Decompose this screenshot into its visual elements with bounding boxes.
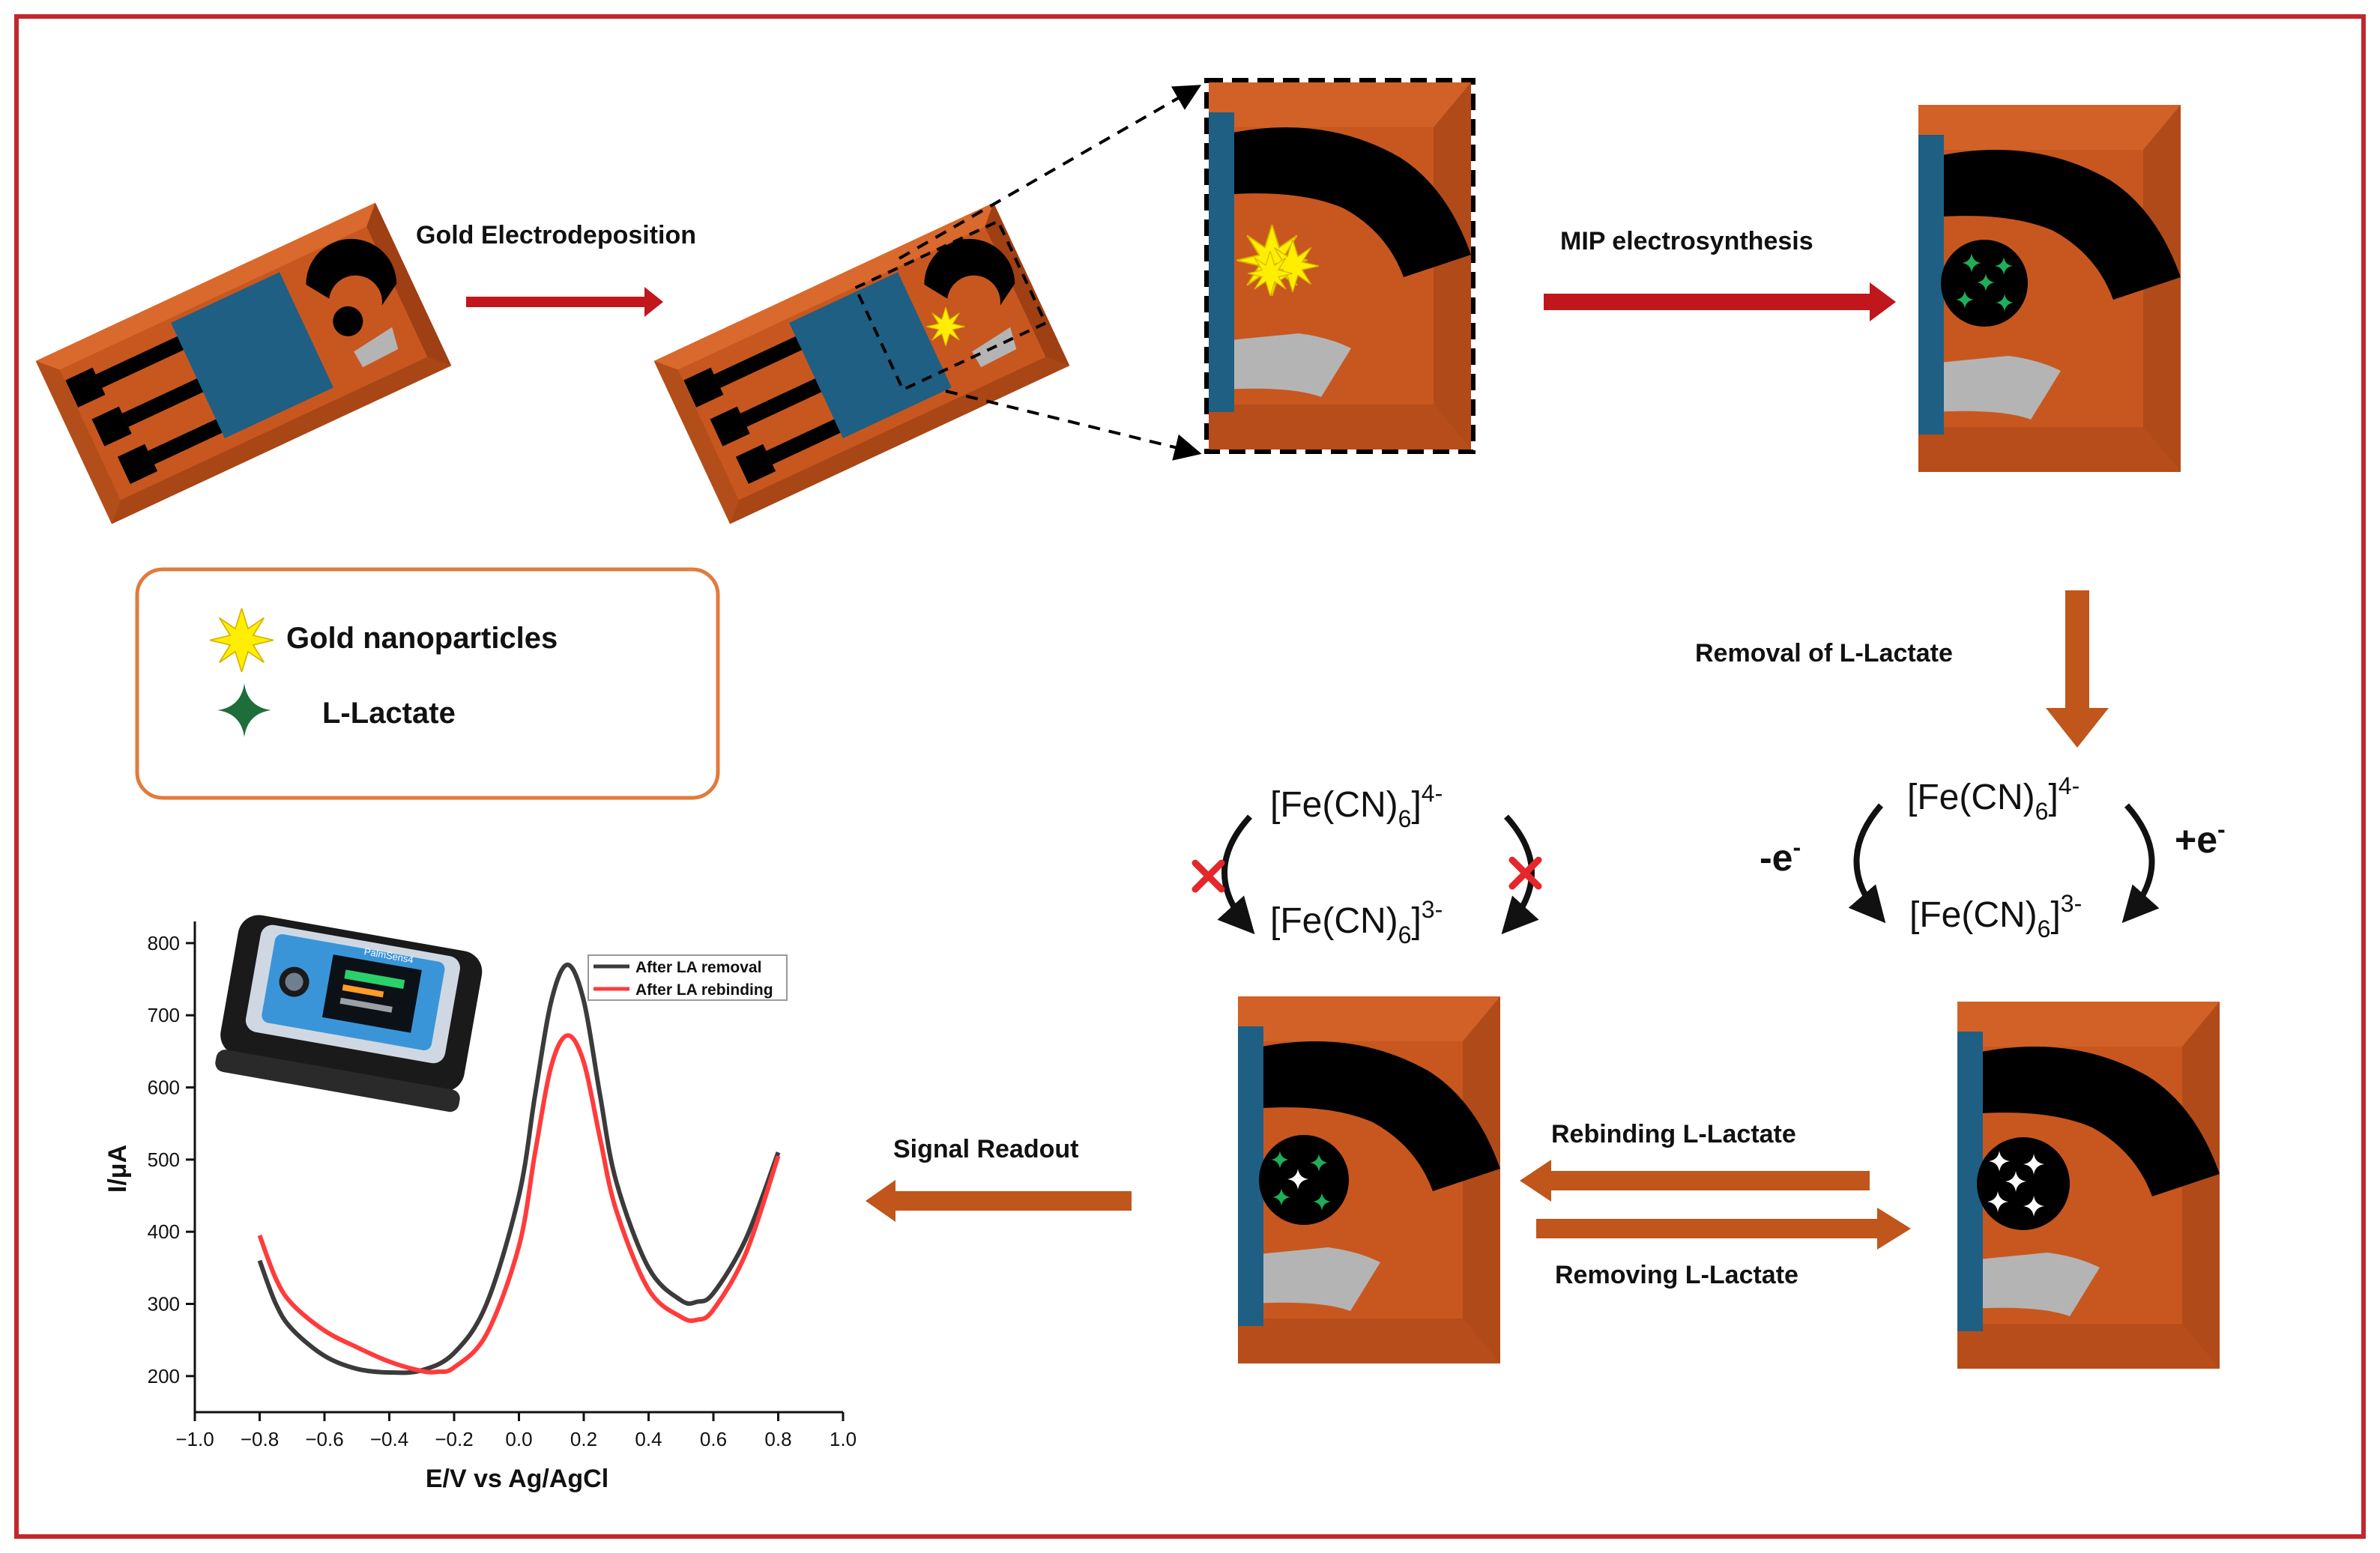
legend-lactate-label: L-Lactate	[322, 697, 456, 730]
potentiostat-device: PalmSens4	[215, 915, 483, 1112]
x-tick-label: 1.0	[830, 1428, 857, 1450]
y-tick-label: 200	[148, 1365, 180, 1387]
label-mip-electrosynthesis: MIP electrosynthesis	[1560, 227, 1813, 255]
panel-removed	[1957, 1002, 2220, 1369]
gold-np-icon	[210, 608, 274, 672]
series-line-rebinding	[257, 1033, 781, 1375]
arrow-removal-shaft	[2065, 590, 2089, 710]
x-tick-label: −0.4	[370, 1428, 408, 1450]
svg-text:[Fe(CN)6]3-: [Fe(CN)6]3-	[1909, 890, 2082, 942]
y-axis-label: I/μA	[103, 1145, 132, 1193]
legend-series-rebinding: After LA rebinding	[635, 981, 773, 999]
label-gold-electrodeposition: Gold Electrodeposition	[416, 221, 696, 249]
y-tick-label: 600	[148, 1077, 180, 1099]
label-rebinding: Rebinding L-Lactate	[1551, 1120, 1796, 1148]
x-tick-label: −0.8	[241, 1428, 279, 1450]
arrow-removing-shaft	[1536, 1219, 1881, 1238]
panel-rebound	[1238, 996, 1500, 1363]
label-removal: Removal of L-Lactate	[1695, 639, 1953, 667]
bare-electrode	[35, 202, 452, 524]
svg-text:[Fe(CN)6]3-: [Fe(CN)6]3-	[1270, 896, 1443, 948]
series-line-removal	[257, 962, 781, 1375]
y-tick-label: 400	[148, 1220, 180, 1243]
svg-text:-e-: -e-	[1760, 834, 1801, 879]
x-tick-label: −0.6	[305, 1428, 343, 1450]
redox-active: [Fe(CN)6]4- [Fe(CN)6]3- -e- +e-	[1760, 772, 2226, 942]
x-tick-label: 0.4	[635, 1428, 662, 1450]
arrow-rebinding-head	[1520, 1160, 1551, 1202]
label-signal-readout: Signal Readout	[893, 1135, 1078, 1163]
arrow-gold-electrodeposition-head	[644, 287, 663, 317]
x-tick-label: 0.2	[570, 1428, 597, 1450]
x-tick-label: −1.0	[175, 1428, 214, 1450]
arrow-removing-head	[1877, 1208, 1911, 1250]
blocked-x-right	[1508, 856, 1542, 890]
x-tick-label: 0.6	[700, 1428, 727, 1450]
svg-text:+e-: +e-	[2175, 816, 2226, 861]
y-tick-label: 300	[148, 1293, 180, 1316]
gold-np-small	[926, 307, 965, 346]
x-tick-label: 0.8	[764, 1428, 791, 1450]
svg-text:[Fe(CN)6]4-: [Fe(CN)6]4-	[1907, 772, 2080, 825]
zoom-line-bottom	[945, 390, 1202, 461]
legend-gold-label: Gold nanoparticles	[286, 622, 558, 655]
zoomed-gold-panel	[1204, 78, 1476, 454]
arrow-readout-shaft	[892, 1191, 1132, 1211]
arrow-removal-head	[2046, 708, 2109, 748]
zoom-line-top	[898, 85, 1202, 260]
legend-series-removal: After LA removal	[635, 959, 761, 976]
x-tick-label: 0.0	[505, 1428, 532, 1450]
chart-legend	[588, 954, 788, 1001]
arrow-readout-head	[866, 1180, 895, 1222]
outer-frame	[14, 14, 2366, 1539]
svg-text:[Fe(CN)6]4-: [Fe(CN)6]4-	[1270, 780, 1443, 832]
arrow-mip-head	[1870, 282, 1896, 321]
arrow-rebinding-shaft	[1547, 1171, 1870, 1190]
label-removing: Removing L-Lactate	[1555, 1261, 1798, 1289]
legend-box	[135, 567, 720, 800]
x-axis-label: E/V vs Ag/AgCl	[426, 1465, 608, 1493]
x-tick-label: −0.2	[435, 1428, 473, 1450]
y-tick-label: 500	[148, 1148, 180, 1171]
y-tick-label: 700	[148, 1004, 180, 1026]
redox-blocked: [Fe(CN)6]4- [Fe(CN)6]3-	[1191, 780, 1542, 948]
mip-panel-with-template	[1918, 105, 2181, 472]
dpv-chart: −1.0 −0.8 −0.6 −0.4 −0.2 0.0 0.2 0.4 0.6 0.8 1.0 2…	[103, 921, 857, 1493]
blocked-x-left	[1191, 859, 1225, 893]
gold-modified-electrode	[653, 202, 1070, 524]
y-tick-label: 800	[148, 932, 180, 954]
